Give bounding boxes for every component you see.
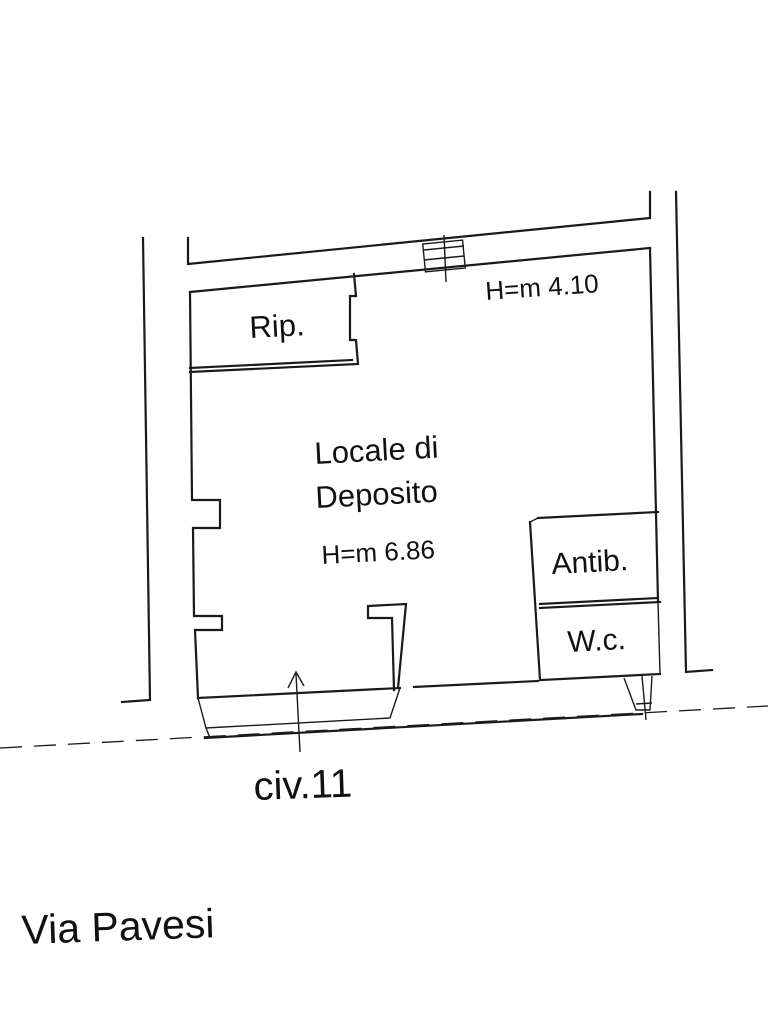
entrance-arrow <box>287 670 305 753</box>
bathroom-walls <box>528 510 662 682</box>
left-neighbour-wall <box>120 236 152 704</box>
room-label-main-line2: Deposito <box>315 474 439 515</box>
wc-window <box>623 675 653 721</box>
ripostiglio-walls <box>188 272 360 374</box>
exterior-wall <box>186 190 662 740</box>
room-label-antibagno: Antib. <box>551 544 629 581</box>
street-name-label: Via Pavesi <box>21 900 215 953</box>
right-neighbour-wall <box>674 190 714 674</box>
entrance-recess <box>197 602 408 739</box>
main-height-label: H=m 6.86 <box>321 534 436 570</box>
room-label-main-line1: Locale di <box>314 430 440 471</box>
room-label-wc: W.c. <box>567 623 627 659</box>
room-label-ripostiglio: Rip. <box>249 307 306 345</box>
upper-height-label: H=m 4.10 <box>484 268 599 306</box>
street-line <box>0 705 768 749</box>
civic-number-label: civ.11 <box>253 762 353 809</box>
top-wall-opening <box>421 234 467 283</box>
